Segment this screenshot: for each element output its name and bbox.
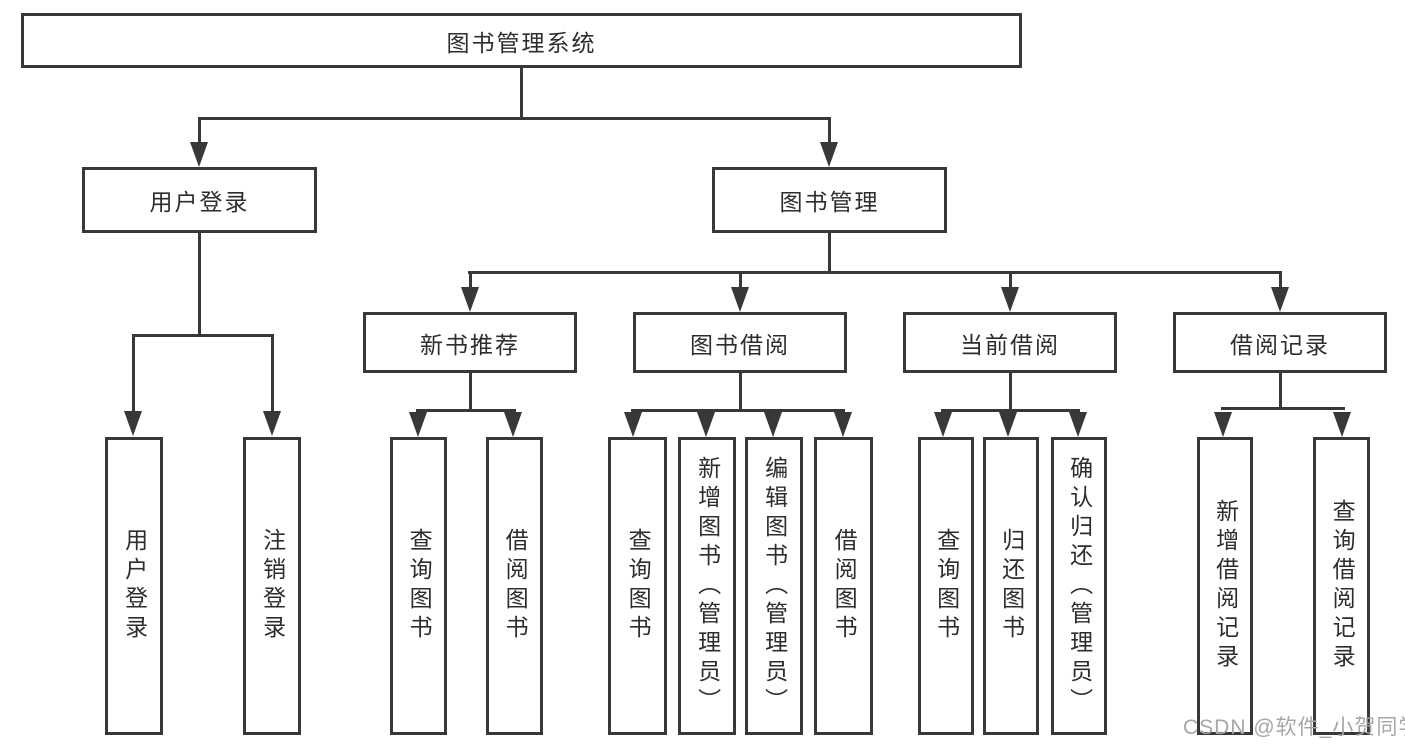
arrow-down-icon <box>820 142 838 167</box>
leaf-add-borrow-record: 新增借阅记录 <box>1197 437 1253 735</box>
connector-line <box>1009 271 1012 290</box>
connector-line <box>469 271 472 290</box>
connector-line <box>828 117 831 145</box>
connector-line <box>631 409 845 412</box>
node-label: 用户登录 <box>149 189 250 215</box>
connector-line <box>468 271 1281 274</box>
leaf-query-borrow-record: 查询借阅记录 <box>1313 437 1370 735</box>
connector-line <box>469 373 472 412</box>
arrow-down-icon <box>697 412 715 437</box>
connector-line <box>1279 373 1282 410</box>
connector-line <box>1009 373 1012 412</box>
connector-line <box>1221 407 1345 410</box>
leaf-edit-book-admin: 编辑图书（管理员） <box>745 437 803 735</box>
arrow-down-icon <box>1271 287 1289 312</box>
connector-line <box>132 334 274 337</box>
leaf-label: 查询图书 <box>933 528 960 644</box>
leaf-borrow-books-recommend: 借阅图书 <box>486 437 543 735</box>
arrow-down-icon <box>764 412 782 437</box>
connector-line <box>198 233 201 335</box>
leaf-query-books-current: 查询图书 <box>918 437 974 735</box>
node-root-system: 图书管理系统 <box>21 13 1022 68</box>
leaf-add-book-admin: 新增图书（管理员） <box>678 437 736 735</box>
leaf-confirm-return-admin: 确认归还（管理员） <box>1051 437 1107 735</box>
arrow-down-icon <box>624 412 642 437</box>
arrow-down-icon <box>409 412 427 437</box>
connector-line <box>416 409 516 412</box>
leaf-return-book: 归还图书 <box>983 437 1039 735</box>
leaf-user-login: 用户登录 <box>105 437 163 735</box>
node-user-login: 用户登录 <box>82 167 317 233</box>
arrow-down-icon <box>1214 412 1232 437</box>
connector-line <box>271 334 274 414</box>
arrow-down-icon <box>834 412 852 437</box>
leaf-label: 确认归还（管理员） <box>1066 455 1093 717</box>
node-label: 新书推荐 <box>420 331 520 358</box>
leaf-label: 归还图书 <box>998 528 1025 644</box>
connector-line <box>132 334 135 414</box>
leaf-label: 查询图书 <box>625 528 652 644</box>
leaf-query-books-borrow: 查询图书 <box>608 437 667 735</box>
node-label: 当前借阅 <box>960 331 1060 358</box>
arrow-down-icon <box>731 287 749 312</box>
connector-line <box>1279 271 1282 290</box>
leaf-label: 注销登录 <box>259 528 286 644</box>
connector-line <box>828 233 831 274</box>
leaf-logout: 注销登录 <box>243 437 301 735</box>
node-book-borrow: 图书借阅 <box>633 312 847 373</box>
node-borrow-records: 借阅记录 <box>1173 312 1387 373</box>
node-book-management: 图书管理 <box>712 167 947 233</box>
arrow-down-icon <box>263 411 281 436</box>
leaf-label: 新增借阅记录 <box>1212 499 1239 673</box>
connector-line <box>739 271 742 290</box>
node-label: 借阅记录 <box>1230 331 1330 358</box>
node-current-borrow: 当前借阅 <box>903 312 1117 373</box>
node-label: 图书借阅 <box>690 331 790 358</box>
leaf-borrow-books: 借阅图书 <box>814 437 873 735</box>
csdn-watermark: CSDN @软件_小贺同学 <box>1183 716 1405 739</box>
arrow-down-icon <box>934 412 952 437</box>
connector-line <box>739 373 742 412</box>
arrow-down-icon <box>999 412 1017 437</box>
arrow-down-icon <box>1069 412 1087 437</box>
leaf-label: 查询借阅记录 <box>1329 499 1356 673</box>
node-label: 图书管理 <box>779 189 880 215</box>
arrow-down-icon <box>190 142 208 167</box>
connector-line <box>198 117 201 145</box>
connector-line <box>198 117 831 120</box>
leaf-label: 编辑图书（管理员） <box>761 455 788 717</box>
arrow-down-icon <box>461 287 479 312</box>
leaf-label: 用户登录 <box>121 528 148 644</box>
node-label: 图书管理系统 <box>446 29 597 56</box>
leaf-label: 查询图书 <box>406 528 433 644</box>
arrow-down-icon <box>1001 287 1019 312</box>
arrow-down-icon <box>1333 412 1351 437</box>
connector-line <box>941 409 1080 412</box>
leaf-label: 借阅图书 <box>831 528 858 644</box>
leaf-label: 借阅图书 <box>502 528 529 644</box>
leaf-query-books-recommend: 查询图书 <box>390 437 447 735</box>
leaf-label: 新增图书（管理员） <box>694 455 721 717</box>
arrow-down-icon <box>504 412 522 437</box>
arrow-down-icon <box>124 411 142 436</box>
node-new-book-recommend: 新书推荐 <box>363 312 577 373</box>
connector-line <box>520 68 523 118</box>
